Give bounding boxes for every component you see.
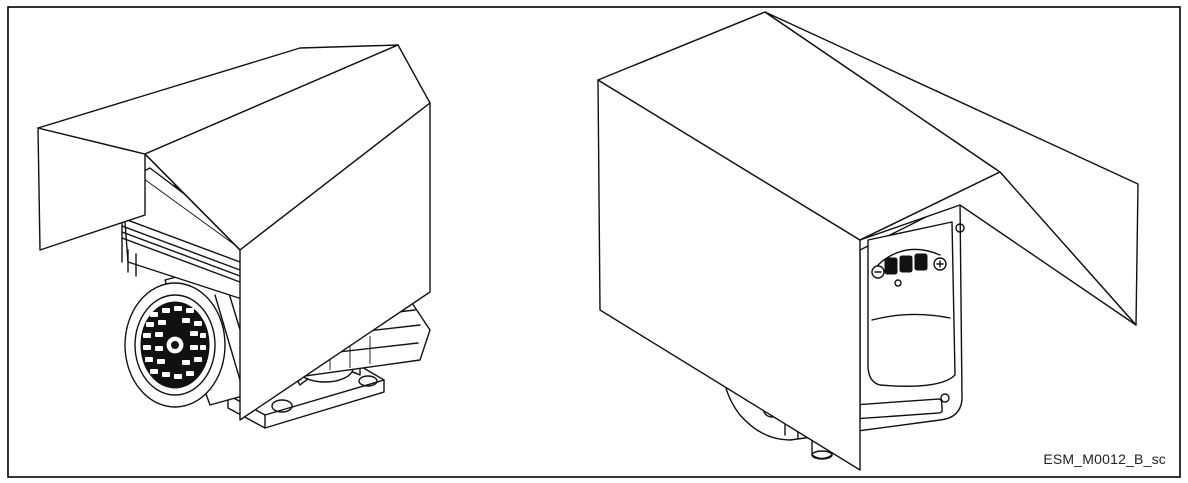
left-pump-with-cover — [37, 44, 431, 429]
drawing-code-label: ESM_M0012_B_sc — [1043, 451, 1166, 467]
control-panel-display — [867, 221, 956, 387]
right-protective-cover — [597, 11, 1139, 471]
fan-grille — [140, 301, 210, 389]
left-protective-cover — [37, 44, 431, 421]
right-drive-with-cover — [597, 11, 1139, 471]
